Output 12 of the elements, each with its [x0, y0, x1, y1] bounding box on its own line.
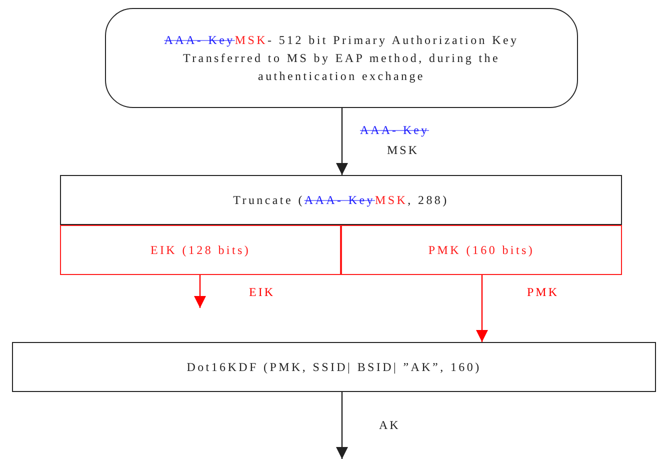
rounded-box: [105, 8, 578, 108]
arrow: [194, 275, 206, 308]
arrow: [476, 275, 488, 342]
node-text: PMK (160 bits): [428, 242, 535, 259]
process-box: [60, 175, 622, 225]
process-box: [12, 342, 656, 392]
process-box: [60, 225, 341, 275]
process-box: [341, 225, 622, 275]
node-text: Dot16KDF (PMK, SSID| BSID| ”AK”, 160): [186, 359, 482, 376]
arrow: [336, 108, 348, 175]
arrow: [336, 392, 348, 459]
node-text: EIK (128 bits): [150, 242, 251, 259]
